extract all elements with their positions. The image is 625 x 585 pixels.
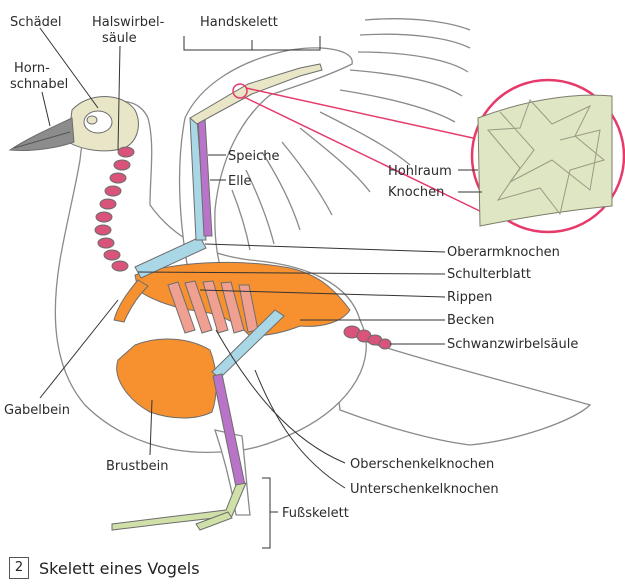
label-becken: Becken <box>447 313 494 328</box>
label-schwanzwirbelsaeule: Schwanzwirbelsäule <box>447 337 578 352</box>
label-halswirbelsaeule-2: säule <box>102 31 137 46</box>
label-gabelbein: Gabelbein <box>4 403 70 418</box>
label-schaedel: Schädel <box>10 15 61 30</box>
label-schulterblatt: Schulterblatt <box>447 267 531 282</box>
label-hornschnabel-2: schnabel <box>10 77 68 92</box>
wing <box>180 19 470 280</box>
label-rippen: Rippen <box>447 290 492 305</box>
label-hohlraum: Hohlraum <box>388 164 452 179</box>
label-fussskelett: Fußskelett <box>282 506 349 521</box>
label-oberschenkelknochen: Oberschenkelknochen <box>350 457 494 472</box>
horn-beak <box>10 118 74 151</box>
label-brustbein: Brustbein <box>106 459 168 474</box>
figure-caption: 2 Skelett eines Vogels <box>9 555 200 581</box>
skull <box>68 97 138 151</box>
label-unterschenkelknochen: Unterschenkelknochen <box>350 482 499 497</box>
label-oberarmknochen: Oberarmknochen <box>447 245 560 260</box>
figure-number: 2 <box>9 557 29 579</box>
bone-magnifier <box>233 80 624 232</box>
figure-caption-text: Skelett eines Vogels <box>39 559 200 578</box>
label-speiche: Speiche <box>228 149 280 164</box>
label-halswirbelsaeule-1: Halswirbel- <box>92 15 165 30</box>
label-hornschnabel-1: Horn- <box>14 61 50 76</box>
foot-skeleton <box>112 483 246 530</box>
label-knochen: Knochen <box>388 185 444 200</box>
label-handskelett: Handskelett <box>200 15 278 30</box>
diagram-canvas: Schädel Halswirbel- säule Handskelett Ho… <box>0 0 625 555</box>
label-elle: Elle <box>228 174 251 189</box>
